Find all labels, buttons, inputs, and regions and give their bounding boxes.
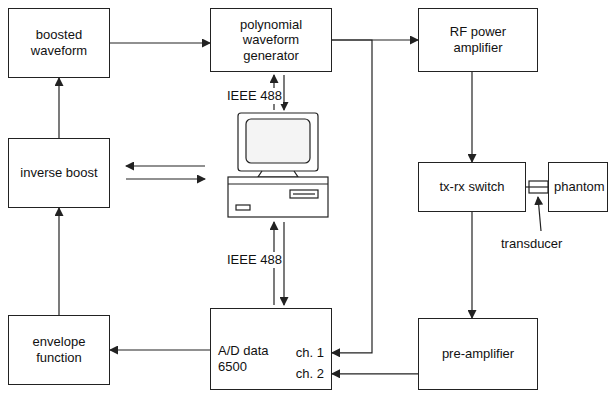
converter-box: A/D data 6500ch. 1 ch. 2	[210, 308, 332, 390]
signal-connector	[58, 208, 59, 315]
amplifier-box: pre-amplifier	[418, 318, 538, 390]
bus-label: IEEE 488	[226, 252, 283, 268]
generator-box: polynomial waveform generator	[210, 8, 332, 72]
part-label: transducer	[500, 236, 563, 252]
box-label: polynomial waveform generator	[216, 17, 326, 64]
signal-connector	[526, 186, 548, 187]
box-label: pre-amplifier	[442, 346, 514, 362]
channel-label: ch. 2	[296, 366, 324, 382]
switch-box: tx-rx switch	[418, 162, 526, 212]
signal-connector	[110, 42, 210, 43]
box-label: tx-rx switch	[440, 179, 505, 195]
box-label: inverse boost	[20, 165, 97, 181]
bus-label: IEEE 488	[226, 88, 283, 104]
channel-label: ch. 1	[296, 345, 324, 361]
signal-connector	[110, 349, 210, 350]
signal-connector	[471, 212, 472, 318]
signal-connector	[58, 78, 59, 138]
process-box: inverse boost	[8, 138, 110, 208]
box-label: RF power amplifier	[424, 24, 532, 55]
amplifier-box: RF power amplifier	[418, 8, 538, 72]
box-label: envelope function	[14, 334, 104, 365]
signal-connector	[332, 40, 372, 353]
phantom-box: phantom	[548, 162, 608, 212]
signal-connector	[471, 72, 472, 162]
box-label: boosted waveform	[14, 27, 104, 58]
box-label: phantom	[554, 179, 602, 195]
box-label: A/D data 6500	[218, 343, 292, 374]
process-box: envelope function	[8, 315, 110, 385]
waveform-box: boosted waveform	[8, 8, 110, 78]
signal-connector	[332, 373, 418, 374]
